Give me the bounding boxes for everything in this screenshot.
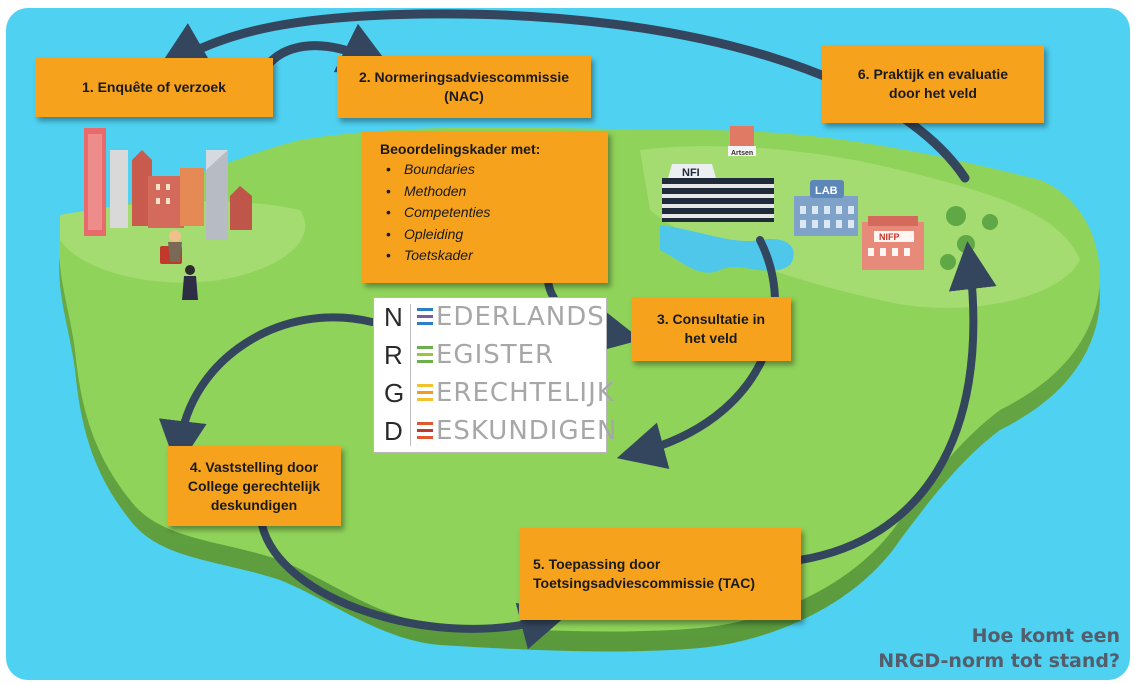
step-2-label-line1: 2. Normeringsadviescommissie xyxy=(358,69,570,85)
arrow-5-to-6 xyxy=(796,241,997,564)
logo-word: ESKUNDIGEN xyxy=(436,416,618,446)
step-4-label-line3: deskundigen xyxy=(210,496,298,513)
diagram-caption: Hoe komt een NRGD-norm tot stand? xyxy=(878,624,1120,674)
arrow-4-to-5 xyxy=(258,521,569,650)
logo-divider xyxy=(410,304,411,446)
caption-line1: Hoe komt een xyxy=(971,625,1120,647)
beoordelingskader-item: Toetskader xyxy=(386,245,596,267)
logo-initial: D xyxy=(384,416,403,446)
step-2-label-line2: (NAC) xyxy=(444,88,484,104)
building-nifp: NIFP xyxy=(862,216,924,270)
figures-left xyxy=(160,230,198,300)
logo-row: N EDERLANDS xyxy=(374,298,606,334)
logo-row: D ESKUNDIGEN xyxy=(374,412,616,448)
logo-color-bars xyxy=(417,422,433,440)
step-6-box: 6. Praktijk en evaluatie door het veld xyxy=(822,45,1044,123)
step-5-box: 5. Toepassing door Toetsingsadviescommis… xyxy=(519,528,801,620)
nifp-label: NIFP xyxy=(879,232,900,242)
beoordelingskader-item: Opleiding xyxy=(386,224,596,246)
caption-line2: NRGD-norm tot stand? xyxy=(878,650,1120,672)
beoordelingskader-box: Beoordelingskader met: Boundaries Method… xyxy=(362,131,608,283)
lab-label: LAB xyxy=(815,185,838,197)
beoordelingskader-title: Beoordelingskader met: xyxy=(380,141,541,157)
artsen-label: Artsen xyxy=(731,150,753,157)
step-4-box: 4. Vaststelling door College gerechtelij… xyxy=(167,446,341,526)
city-skyline xyxy=(84,128,252,240)
logo-initial: G xyxy=(384,378,405,408)
arrow-logo-to-4 xyxy=(158,313,376,469)
logo-color-bars xyxy=(417,308,433,326)
step-5-label-line1: 5. Toepassing door xyxy=(533,556,661,572)
step-3-label-line2: het veld xyxy=(684,330,738,346)
step-6-label-line1: 6. Praktijk en evaluatie xyxy=(857,66,1009,82)
logo-color-bars xyxy=(417,346,433,364)
building-lab: LAB xyxy=(794,180,858,236)
beoordelingskader-item: Boundaries xyxy=(386,159,596,181)
beoordelingskader-item: Competenties xyxy=(386,202,596,224)
arrow-3-to-logo xyxy=(616,236,779,469)
step-4-label-line1: 4. Vaststelling door xyxy=(189,458,319,475)
logo-word: EDERLANDS xyxy=(436,302,605,332)
step-5-label-line2: Toetsingsadviescommissie (TAC) xyxy=(533,575,755,591)
logo-word: EGISTER xyxy=(436,340,555,370)
logo-row: G ERECHTELIJK xyxy=(374,374,614,410)
beoordelingskader-list: Boundaries Methoden Competenties Opleidi… xyxy=(386,159,596,267)
step-3-label-line1: 3. Consultatie in xyxy=(656,311,766,327)
logo-initial: N xyxy=(384,302,403,332)
step-1-label: 1. Enquête of verzoek xyxy=(82,79,226,95)
building-nfi: NFI xyxy=(662,164,774,222)
step-4-label-line2: College gerechtelijk xyxy=(187,477,321,494)
beoordelingskader-item: Methoden xyxy=(386,181,596,203)
nfi-label: NFI xyxy=(682,167,700,179)
logo-initial: R xyxy=(384,340,403,370)
nrgd-logo: N EDERLANDS R EGISTER G ERECHTELIJK D ES… xyxy=(373,297,616,453)
step-6-label-line2: door het veld xyxy=(889,85,977,101)
logo-word: ERECHTELIJK xyxy=(436,378,615,408)
building-artsen: Artsen xyxy=(728,126,756,157)
step-3-box: 3. Consultatie in het veld xyxy=(631,297,791,361)
step-2-box: 2. Normeringsadviescommissie (NAC) xyxy=(337,56,591,118)
logo-color-bars xyxy=(417,384,433,402)
logo-row: R EGISTER xyxy=(374,336,606,372)
step-1-box: 1. Enquête of verzoek xyxy=(35,58,273,117)
